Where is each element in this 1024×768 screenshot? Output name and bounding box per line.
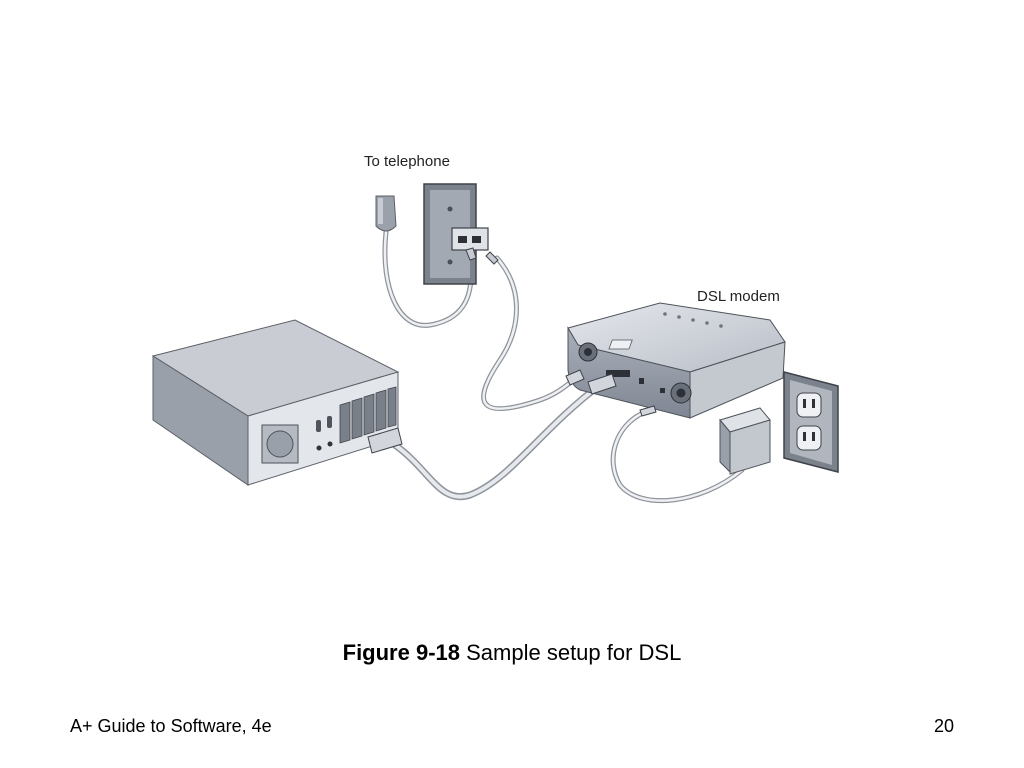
figure-caption: Figure 9-18 Sample setup for DSL bbox=[0, 640, 1024, 666]
wall-power-outlet bbox=[783, 371, 839, 473]
page-number: 20 bbox=[933, 716, 954, 736]
telephone-plug bbox=[375, 195, 397, 232]
telephone-label: To telephone bbox=[364, 153, 450, 170]
wall-phone-jack bbox=[423, 183, 499, 285]
computer-case bbox=[151, 319, 403, 486]
figure-caption-text: Sample setup for DSL bbox=[466, 640, 682, 665]
figure-number: Figure 9-18 bbox=[342, 640, 460, 665]
footer-title: A+ Guide to Software, 4e bbox=[70, 716, 272, 736]
power-adapter bbox=[719, 407, 771, 475]
cables bbox=[382, 229, 745, 504]
dsl-modem bbox=[565, 302, 786, 419]
dsl-modem-label: DSL modem bbox=[697, 288, 780, 305]
